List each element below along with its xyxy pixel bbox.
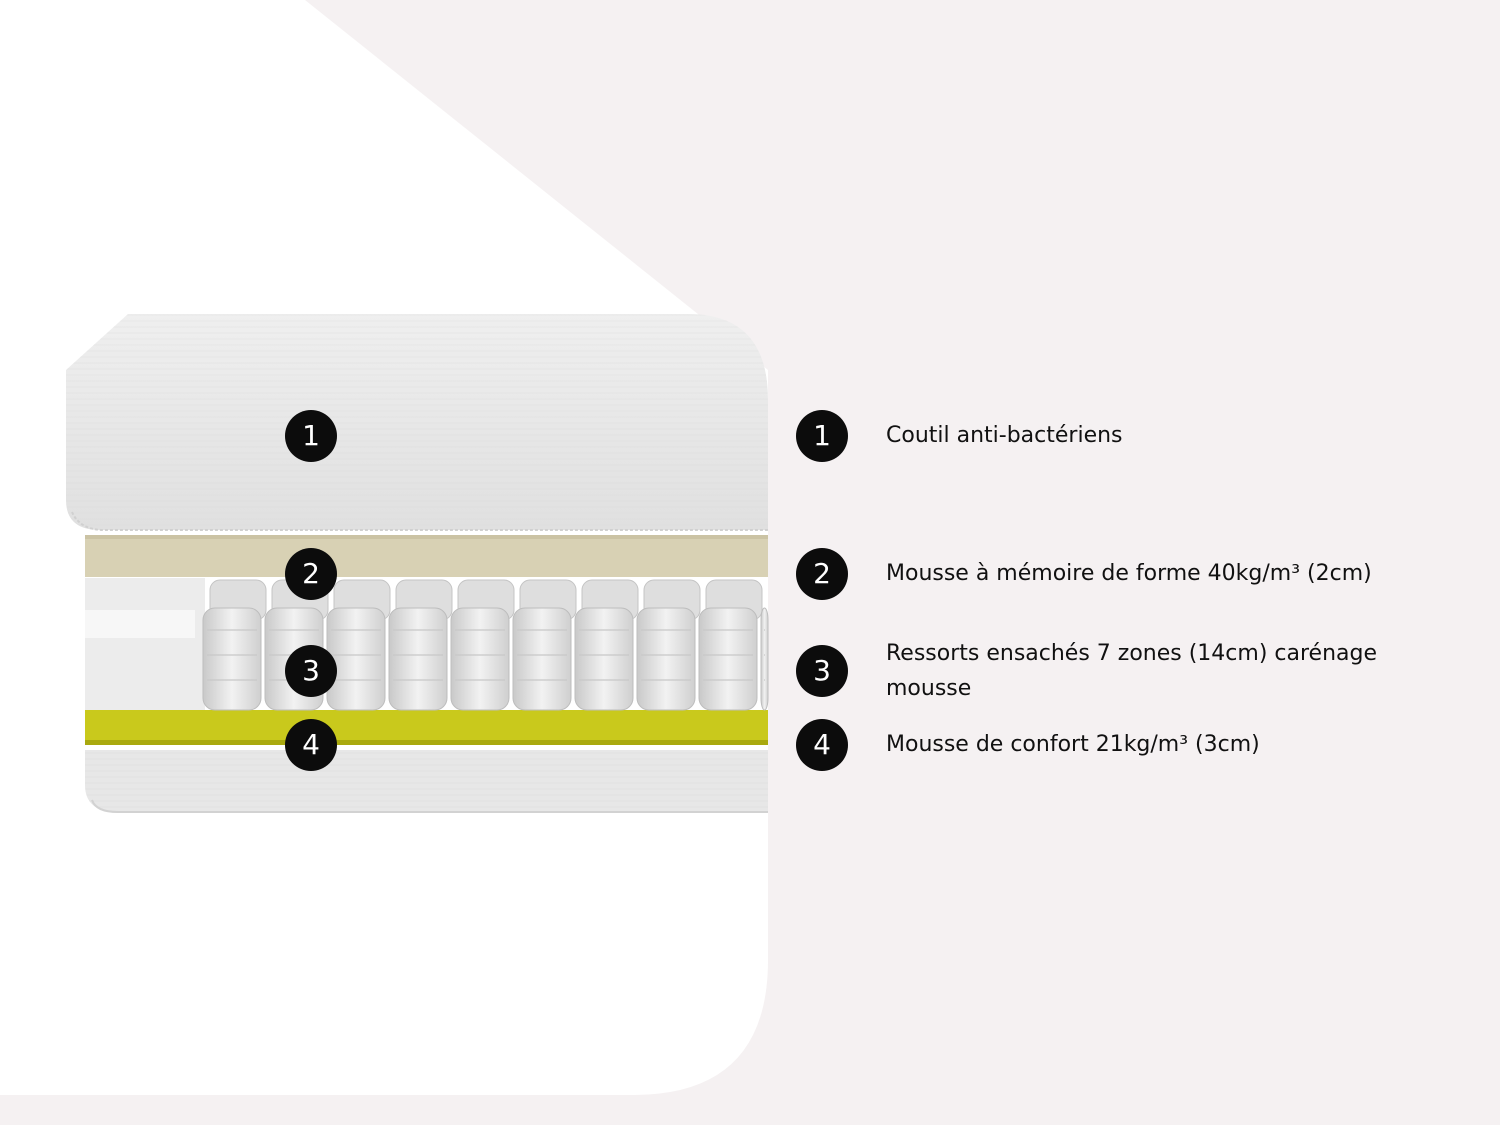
layer-1-label: Coutil anti-bactériens	[886, 423, 1123, 448]
layer-1-badge-legend: 1	[796, 410, 848, 462]
layer-4-label: Mousse de confort 21kg/m³ (3cm)	[886, 732, 1260, 757]
spring-pocket	[760, 607, 769, 711]
spring-pocket	[388, 607, 448, 711]
layer-3-badge-diagram: 3	[285, 645, 337, 697]
spring-pocket	[202, 607, 262, 711]
spring-pocket	[698, 607, 758, 711]
spring-pocket	[450, 607, 510, 711]
spring-pocket	[512, 607, 572, 711]
layer-2-label: Mousse à mémoire de forme 40kg/m³ (2cm)	[886, 561, 1372, 586]
pocket-springs	[202, 579, 769, 711]
foam-encasement	[85, 578, 205, 710]
layer-3-label: Ressorts ensachés 7 zones (14cm) carénag…	[886, 641, 1378, 701]
layer-2-badge-legend: 2	[796, 548, 848, 600]
layer-4-badge-legend: 4	[796, 719, 848, 771]
layer-3-badge-legend: 3	[796, 645, 848, 697]
layer-4-badge-diagram: 4	[285, 719, 337, 771]
spring-pocket	[574, 607, 634, 711]
comfort-foam-layer	[85, 710, 768, 744]
spring-pocket	[636, 607, 696, 711]
layer-1-badge-diagram: 1	[285, 410, 337, 462]
spring-pocket	[326, 607, 386, 711]
memory-foam-layer	[85, 535, 768, 577]
layer-2-badge-diagram: 2	[285, 548, 337, 600]
